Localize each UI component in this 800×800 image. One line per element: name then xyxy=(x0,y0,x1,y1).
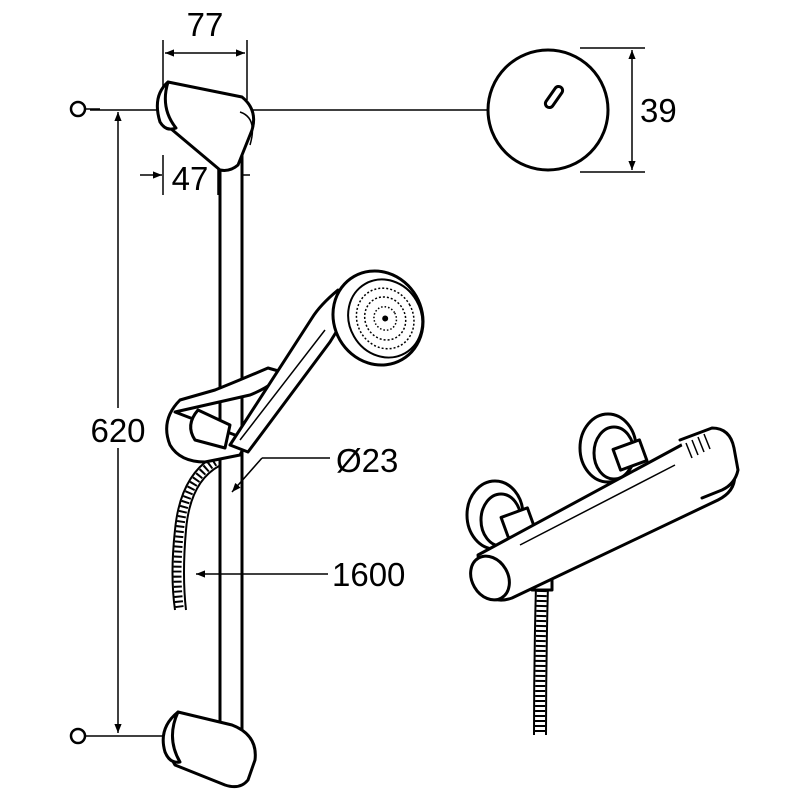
wall-rose xyxy=(486,48,610,172)
grip-ridges xyxy=(685,433,711,459)
hose-length-label: 1600 xyxy=(332,556,405,593)
dimension-hose-length: 1600 xyxy=(196,556,405,593)
dimension-47: 47 xyxy=(140,150,250,197)
rail-height-label: 620 xyxy=(90,412,145,449)
thermostatic-mixer xyxy=(465,412,740,736)
bracket-width-label: 77 xyxy=(187,6,224,43)
mounting-point-icon xyxy=(69,100,87,118)
dimension-39: 39 xyxy=(580,47,677,173)
dimension-77: 77 xyxy=(162,6,248,100)
hand-shower xyxy=(228,269,425,454)
dimension-rail-diameter: Ø23 xyxy=(231,442,398,493)
rose-diameter-label: 39 xyxy=(640,92,677,129)
rail-diameter-label: Ø23 xyxy=(336,442,398,479)
bracket-depth-label: 47 xyxy=(172,160,209,197)
mounting-point-icon xyxy=(69,727,87,745)
bottom-bracket xyxy=(161,710,257,789)
dimension-620: 620 xyxy=(69,100,165,745)
shower-hose xyxy=(171,457,220,611)
top-bracket xyxy=(155,80,256,172)
